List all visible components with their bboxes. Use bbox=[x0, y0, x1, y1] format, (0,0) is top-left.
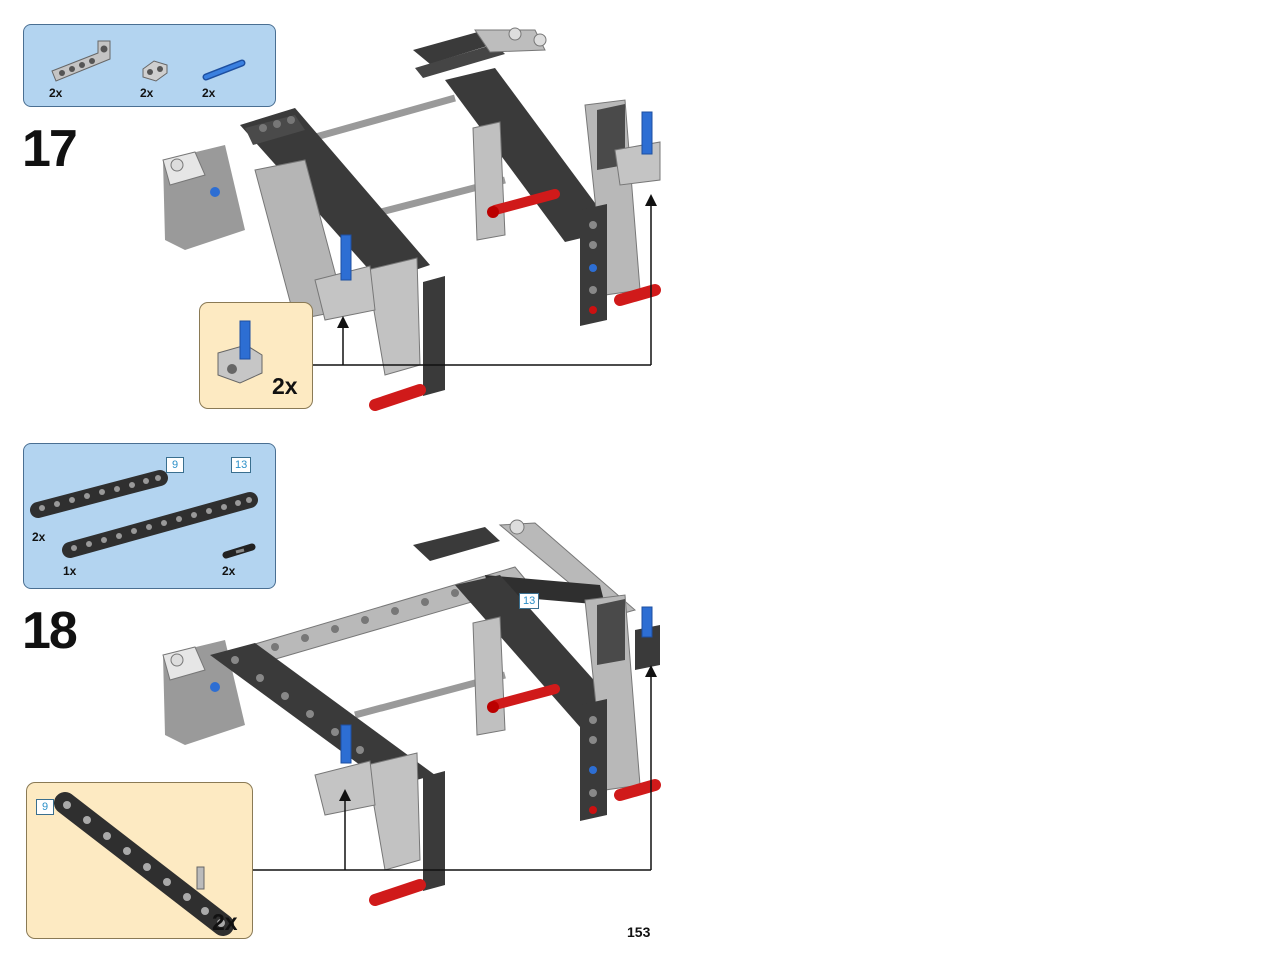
step-17-model bbox=[162, 27, 661, 411]
length-tag: 13 bbox=[231, 457, 252, 473]
subassembly-qty: 2x bbox=[272, 373, 298, 399]
step-17-parts-box: 2x 2x 2x bbox=[23, 24, 276, 107]
part-qty: 2x bbox=[202, 86, 216, 100]
gray-angled-beam-icon bbox=[51, 40, 111, 82]
step-18-model bbox=[162, 519, 661, 906]
step-number: 18 bbox=[22, 602, 78, 660]
black-beam-13-icon bbox=[62, 492, 258, 558]
callout-length-tag: 13 bbox=[519, 593, 540, 609]
part-qty: 2x bbox=[49, 86, 63, 100]
step-number: 17 bbox=[22, 120, 78, 178]
step-18-parts-box: 9 2x 13 1x 2x bbox=[23, 443, 276, 589]
gray-cross-block-icon bbox=[142, 60, 168, 82]
part-qty: 2x bbox=[222, 564, 236, 578]
step-17-subassembly-box: 2x bbox=[199, 302, 313, 409]
part-qty: 2x bbox=[32, 530, 46, 544]
black-pin-icon bbox=[222, 543, 256, 559]
part-qty: 2x bbox=[140, 86, 154, 100]
part-qty: 1x bbox=[63, 564, 77, 578]
page-number: 153 bbox=[627, 924, 651, 940]
length-tag: 9 bbox=[166, 457, 184, 473]
subassembly-beam-icon bbox=[54, 792, 234, 936]
length-tag: 9 bbox=[36, 799, 54, 815]
step-18-subassembly-box: 9 2x bbox=[26, 782, 253, 939]
subassembly-qty: 2x bbox=[212, 909, 238, 935]
black-beam-9-icon bbox=[30, 470, 168, 518]
subassembly-part-icon bbox=[217, 320, 263, 384]
blue-axle-pin-icon bbox=[202, 59, 246, 81]
